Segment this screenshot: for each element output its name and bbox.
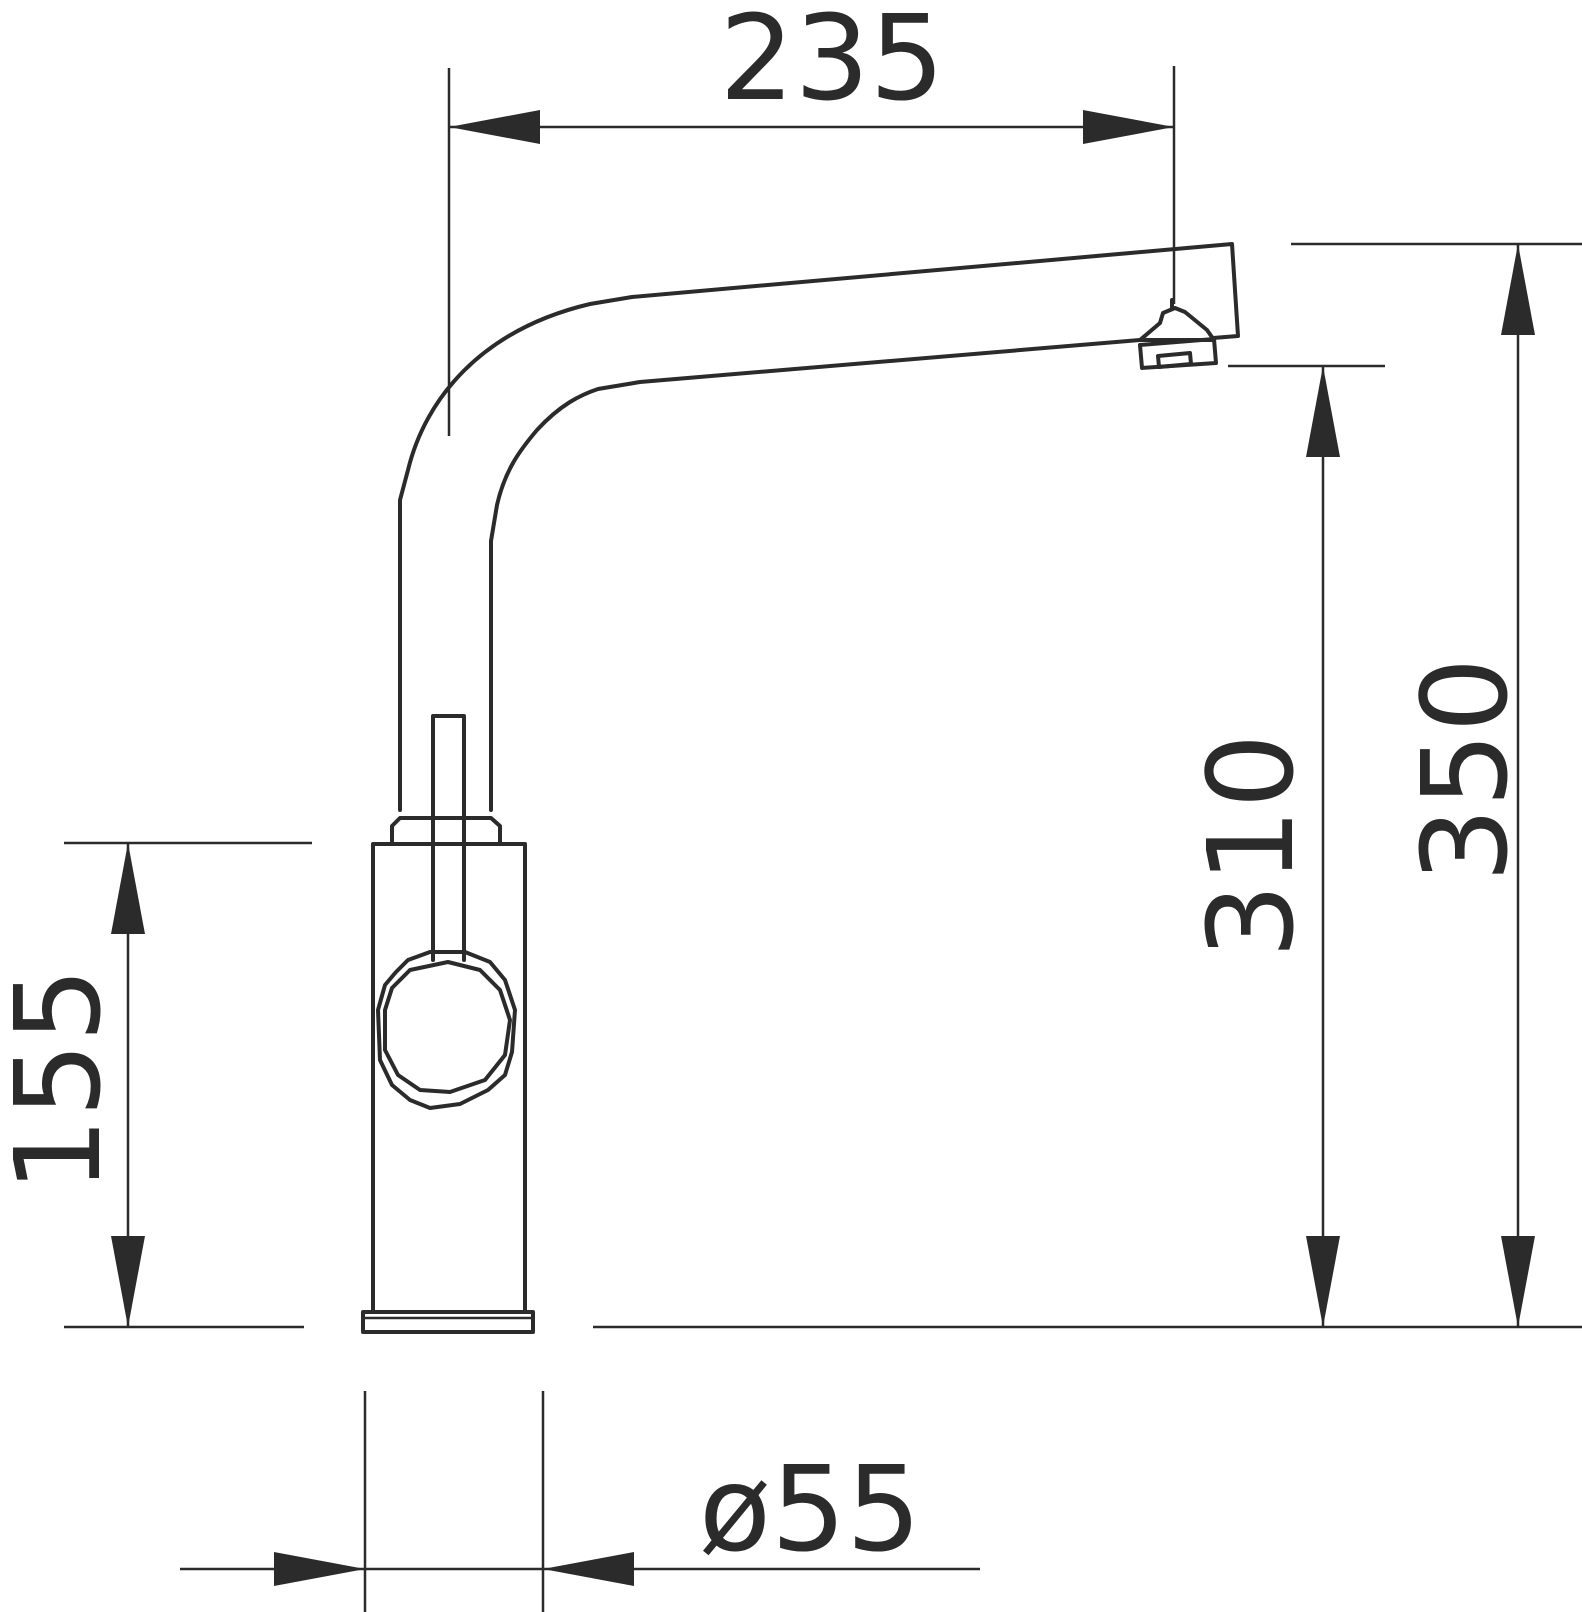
arrowhead-bottom (111, 1236, 145, 1327)
lever-handle (431, 714, 466, 962)
body-collar (390, 816, 502, 846)
dimension-spout-reach: 235 (447, 0, 1176, 436)
dimension-base-height: 155 (0, 841, 312, 1329)
arrowhead-top (1501, 244, 1535, 335)
handle-hub (376, 950, 517, 1110)
dimension-base-diameter: ø55 (180, 1391, 980, 1612)
arrowhead-bottom (1306, 1236, 1340, 1327)
spout-outer-edge (398, 242, 1240, 812)
base-plate (361, 1310, 535, 1334)
faucet-outline (361, 242, 1240, 1334)
arrowhead-bottom (1501, 1236, 1535, 1327)
base-diameter-label: ø55 (699, 1440, 921, 1578)
arrowhead-left-outside (274, 1552, 365, 1586)
arrowhead-right (1083, 110, 1174, 144)
arrowhead-top (1306, 366, 1340, 457)
dimension-outlet-height: 310 (1182, 364, 1385, 1327)
arrowhead-top (111, 843, 145, 934)
aerator (1138, 298, 1218, 370)
spout-inner-edge (489, 338, 1142, 812)
dimension-total-height: 350 (1291, 242, 1582, 1327)
arrowhead-left (449, 110, 540, 144)
spout-reach-label: 235 (719, 0, 944, 127)
total-height-label: 350 (1396, 657, 1534, 882)
outlet-height-label: 310 (1182, 733, 1320, 958)
arrowhead-right-outside (543, 1552, 634, 1586)
base-height-label: 155 (0, 967, 127, 1192)
